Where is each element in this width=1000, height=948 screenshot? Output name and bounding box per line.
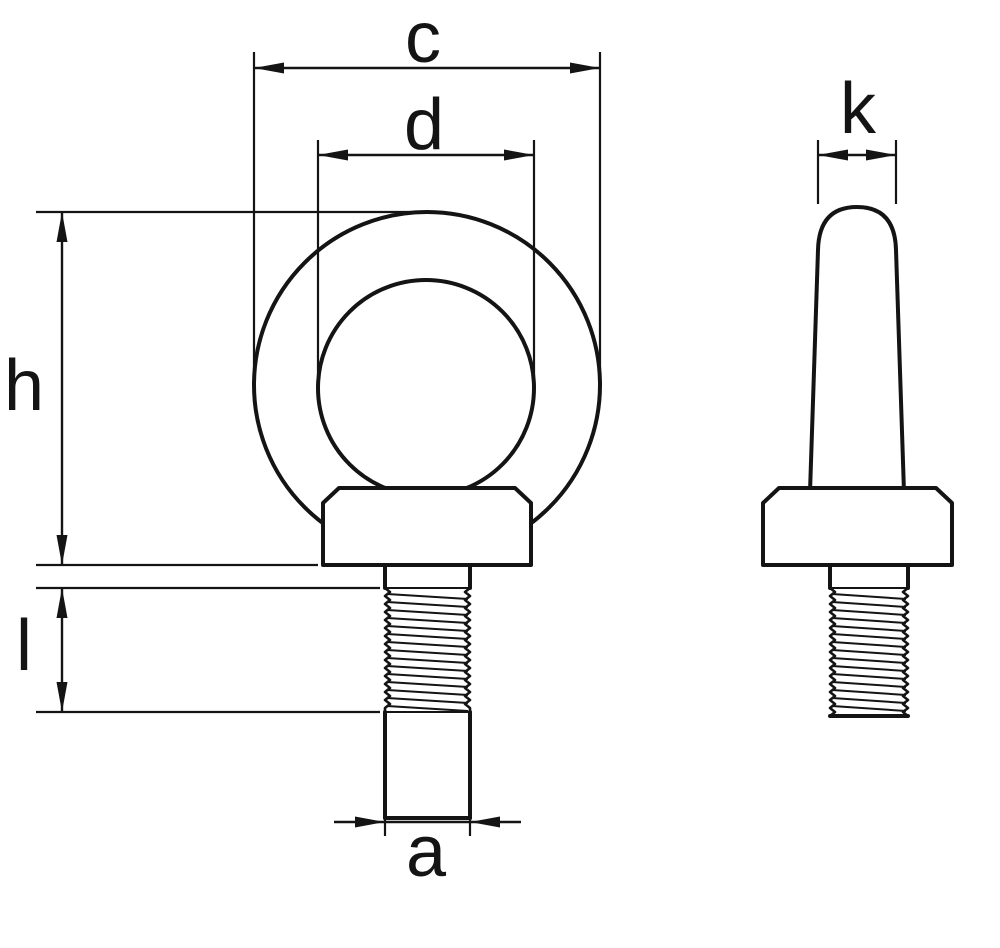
dimension-k: k	[816, 69, 898, 204]
dimension-l-label: l	[16, 606, 32, 686]
dimension-c: c	[252, 0, 602, 382]
thread-right-serrated-edge	[463, 586, 472, 712]
thread-crest-lines-front	[386, 593, 469, 712]
side-thread-left-serrated-edge	[828, 586, 837, 718]
shank-front	[383, 563, 472, 820]
side-view	[761, 205, 954, 718]
shank-side	[828, 563, 910, 718]
dimension-h-arrow-top	[56, 212, 68, 242]
dimension-h-label: h	[4, 346, 44, 426]
dimension-d-arrow-left	[318, 149, 348, 161]
dimension-l-arrow-bottom	[56, 682, 68, 712]
dimension-c-arrow-left	[254, 62, 284, 74]
dimension-d-label: d	[404, 85, 444, 165]
dimension-a: a	[334, 810, 521, 892]
thread-crest-lines-side	[831, 593, 907, 712]
dimension-c-arrow-right	[570, 62, 600, 74]
dimension-a-label: a	[406, 812, 447, 892]
eye-inner-circle	[316, 278, 536, 498]
dimension-l: l	[16, 586, 380, 714]
dimension-a-arrow-left	[355, 816, 385, 828]
dimension-a-arrow-right	[470, 816, 500, 828]
collar-front	[321, 486, 533, 567]
dimension-d: d	[316, 85, 536, 384]
front-view	[252, 210, 602, 820]
dimension-h-arrow-bottom	[56, 535, 68, 565]
eye-side-profile	[808, 205, 906, 494]
dimension-k-label: k	[840, 69, 877, 149]
dimension-k-arrow-right	[866, 149, 896, 161]
dimension-h: h	[4, 210, 422, 567]
dimension-l-arrow-top	[56, 588, 68, 618]
dimension-d-arrow-right	[504, 149, 534, 161]
dimension-c-label: c	[405, 0, 441, 78]
dimension-k-arrow-left	[818, 149, 848, 161]
collar-side	[761, 486, 954, 567]
